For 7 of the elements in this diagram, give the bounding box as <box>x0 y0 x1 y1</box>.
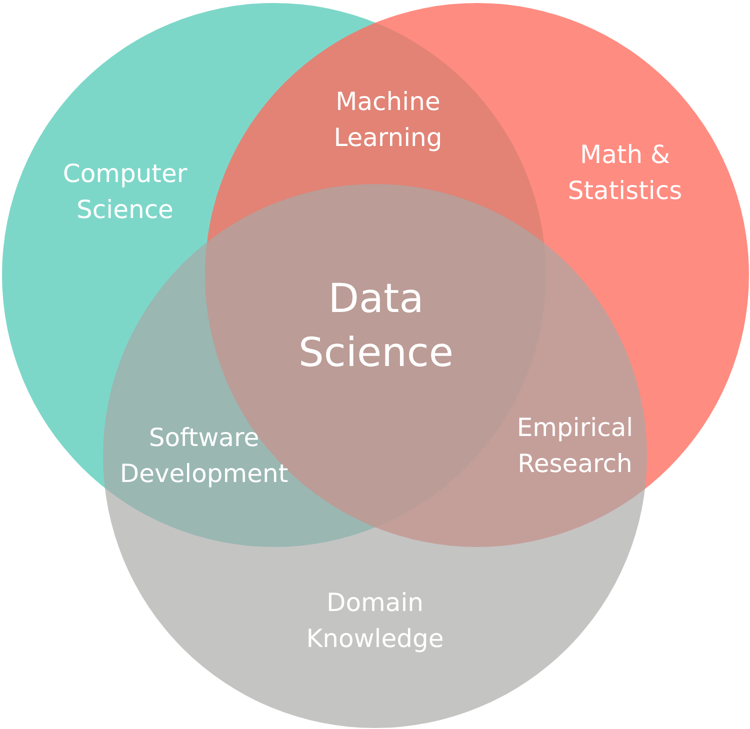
overlap-label: Data Science <box>297 275 455 378</box>
circle-label: Math & Statistics <box>566 139 684 207</box>
overlap-label: Empirical Research <box>516 412 634 480</box>
overlap-label: Machine Learning <box>332 86 444 154</box>
circle-label: Domain Knowledge <box>305 587 445 655</box>
circle-label: Computer Science <box>62 158 188 226</box>
overlap-label: Software Development <box>118 422 290 490</box>
